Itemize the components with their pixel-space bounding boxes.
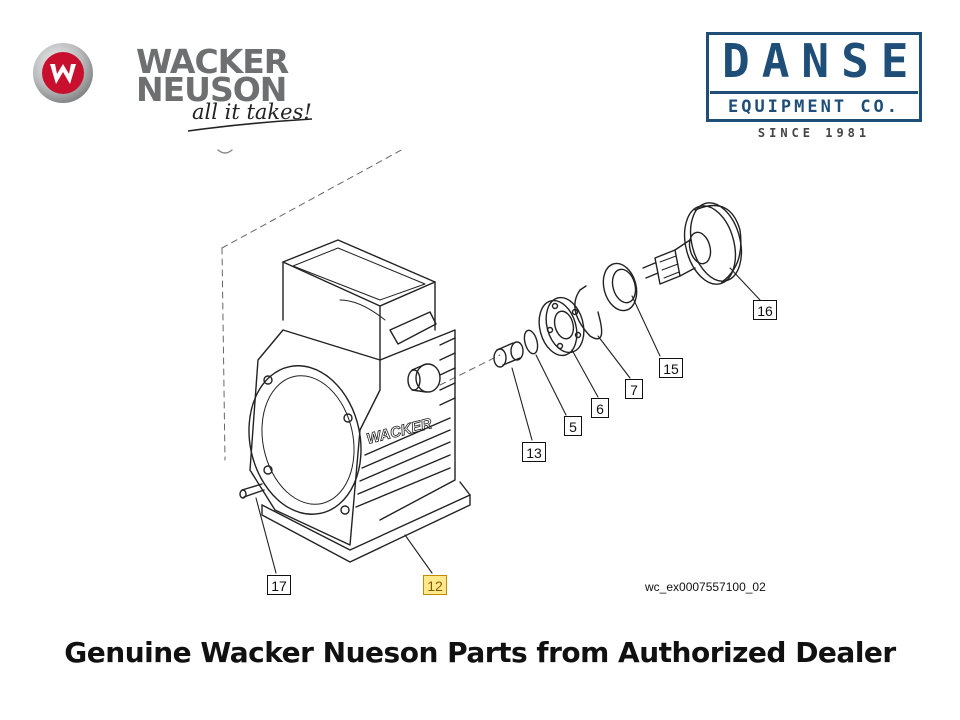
exploded-parts-diagram: WACKER — [217, 147, 761, 574]
wacker-badge-icon — [33, 43, 93, 103]
gear-housing-part-12 — [248, 239, 471, 563]
callout-7[interactable]: 7 — [625, 379, 643, 399]
dealer-divider — [710, 91, 918, 94]
callout-16[interactable]: 16 — [753, 300, 777, 320]
callout-17[interactable]: 17 — [267, 575, 291, 595]
dealer-subtitle: EQUIPMENT CO. — [727, 97, 901, 117]
drawing-reference-code: wc_ex0007557100_02 — [645, 580, 766, 594]
callout-15[interactable]: 15 — [659, 358, 683, 378]
dealer-name: DANSE — [722, 34, 921, 88]
callout-12-highlighted[interactable]: 12 — [423, 575, 447, 595]
ball-bearing-part-6 — [538, 296, 585, 357]
brand-wordmark-line1: WACKER — [136, 42, 289, 81]
dealer-since: SINCE 1981 — [757, 126, 871, 140]
seal-ring-part-15 — [602, 262, 638, 312]
dowel-pin-part-17 — [239, 483, 265, 499]
brand-wordmark-line2: NEUSON — [136, 70, 287, 109]
clutch-drum-part-16 — [642, 202, 743, 285]
needle-bearing-part-13 — [493, 341, 524, 368]
callout-6[interactable]: 6 — [591, 398, 609, 418]
snap-ring-part-5 — [523, 329, 539, 355]
casting-lettering: WACKER — [365, 415, 434, 448]
callout-5[interactable]: 5 — [564, 416, 582, 436]
tagline-swoosh-icon — [187, 118, 313, 132]
dealer-logo-frame — [706, 32, 922, 122]
callout-13[interactable]: 13 — [522, 442, 546, 462]
page-caption: Genuine Wacker Nueson Parts from Authori… — [64, 636, 896, 669]
circlip-part-7 — [574, 285, 603, 340]
